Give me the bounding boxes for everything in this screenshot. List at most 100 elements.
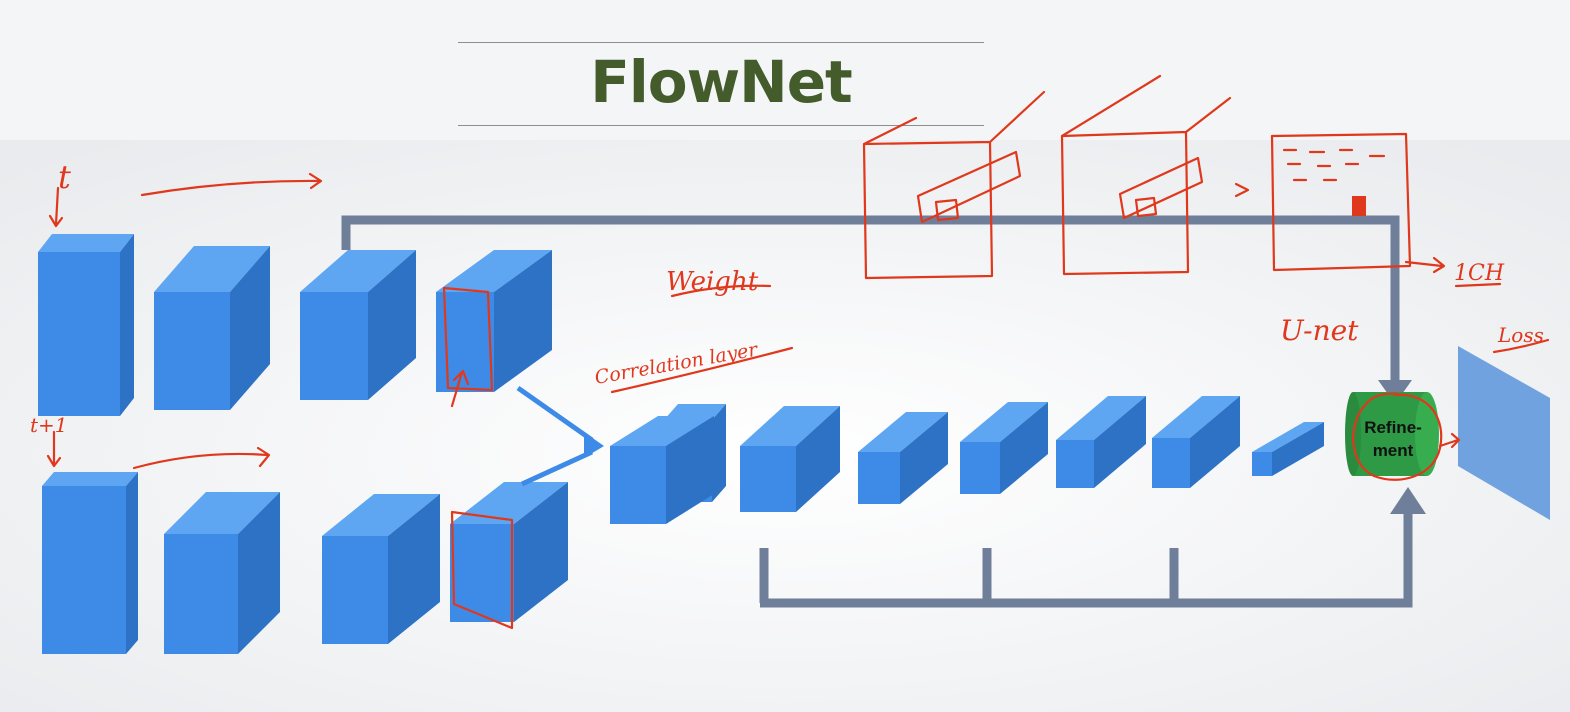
top-skip-connection (341, 215, 1400, 382)
decoder-block-5 (1152, 396, 1240, 488)
sweep-arrow-bottom (132, 446, 271, 470)
decoder-block-2-front-face (858, 452, 900, 504)
decoder-block-5-front-face (1152, 438, 1190, 488)
refinement-label-line1: Refine- (1364, 418, 1422, 437)
weight-underline (670, 284, 772, 298)
decoder-block-1 (740, 406, 840, 512)
frame-highlight-bottom (450, 510, 514, 630)
correlation-block-top-face (610, 416, 714, 446)
frame-highlight-top (442, 286, 494, 392)
input-frame-t-side-face (120, 234, 134, 416)
sketch-slab-1 (916, 150, 1022, 224)
encoder-block-t1-1-side-face (238, 492, 280, 654)
encoder-block-t-3-top-face (436, 250, 552, 292)
arrow-up-to-frame (450, 369, 470, 408)
encoder-block-t1-2 (322, 494, 440, 644)
decoder-block-4-side-face (1094, 396, 1146, 488)
encoder-block-t-2-front-face (300, 292, 368, 400)
label-unet: U-net (1280, 314, 1359, 347)
encoder-block-t1-2-top-face (322, 494, 440, 536)
encoder-block-t-3-front-face (436, 292, 494, 392)
output-panel (1458, 346, 1550, 520)
encoder-block-t-2-side-face (368, 250, 416, 400)
correlation-block-side-face (666, 416, 714, 524)
1ch-underline (1454, 282, 1502, 288)
decoder-block-2-top-face (858, 412, 948, 452)
handwritten-annotations (46, 74, 1550, 630)
decoder-block-5-side-face (1190, 396, 1240, 488)
arrow-to-t1-block (46, 430, 62, 468)
encoder-block-t1-3-top-face (450, 482, 568, 524)
arrowhead-bottom-to-refinement (1390, 487, 1426, 514)
label-t1: t+1 (30, 413, 68, 437)
decoder-block-3-front-face (960, 442, 1000, 494)
input-frame-t1-top-face (42, 472, 138, 486)
decoder-block-6-top-face (1252, 422, 1324, 452)
decoder-block-4-top-face (1056, 396, 1146, 440)
decoder-block-5-top-face (1152, 396, 1240, 438)
input-frame-t1-front-face (42, 486, 126, 654)
decoder-block-4-front-face (1056, 440, 1094, 488)
encoder-block-t1-3 (450, 482, 568, 622)
encoder-block-t-2-top-face (300, 250, 416, 292)
correlation-underline (610, 346, 794, 394)
arrow-to-t-block (48, 186, 64, 228)
decoder-block-1-top-face (740, 406, 840, 446)
input-frame-t-top-face (38, 234, 134, 252)
encoder-block-t-1 (154, 246, 270, 410)
correlation-block-front-face (610, 446, 666, 524)
encoder-block-t1-2-side-face (388, 494, 440, 644)
sketch-arrow-small (1234, 182, 1250, 198)
loss-underline (1492, 338, 1550, 354)
encoder-block-t1-1 (164, 492, 280, 654)
encoder-block-t1-3-front-face (450, 524, 514, 622)
decoder-block-3-top-face (960, 402, 1048, 442)
decoder-block-2 (858, 412, 948, 504)
decoder-block-4 (1056, 396, 1146, 488)
decoder-block-3 (960, 402, 1048, 494)
slide-title: FlowNet (590, 48, 853, 116)
label-loss: Loss (1497, 323, 1544, 347)
refinement-out-arrow (1438, 432, 1461, 449)
sketch-marked-pixel (1352, 196, 1366, 216)
encoder-block-t-3 (436, 250, 552, 392)
encoder-block-t1-3-side-face (514, 482, 568, 622)
decoder-block-1-front-face (740, 446, 796, 512)
input-frame-t (38, 234, 134, 416)
encoder-block-t1-1-top-face (164, 492, 280, 534)
correlation-block (610, 416, 714, 524)
refinement-circle (1352, 392, 1443, 481)
decoder-block-2-side-face (900, 412, 948, 504)
correlation-block-back-side-face (712, 404, 726, 502)
encoder-block-t-1-top-face (154, 246, 270, 292)
decoder-block-6-side-face (1272, 422, 1324, 476)
encoder-block-t1-2-front-face (322, 536, 388, 644)
sweep-arrow-top (140, 172, 323, 197)
input-frame-t1 (42, 472, 138, 654)
encoder-block-t1-1-front-face (164, 534, 238, 654)
input-frame-t-front-face (38, 252, 120, 416)
merge-arrows (516, 385, 594, 487)
title-rule-bottom (458, 125, 984, 126)
encoder-block-t-1-front-face (154, 292, 230, 410)
sketch-arrow-to-1ch (1404, 256, 1446, 274)
label-weight: Weight (666, 267, 759, 297)
sketch-output-dashes (1282, 148, 1386, 182)
sketch-slab-2 (1118, 156, 1204, 220)
encoder-block-t-2 (300, 250, 416, 400)
input-frame-t1-side-face (126, 472, 138, 654)
decoder-block-6-front-face (1252, 452, 1272, 476)
sketch-output-box (1270, 132, 1412, 272)
encoder-block-t-3-side-face (494, 250, 552, 392)
bottom-skip-bracket (759, 512, 1413, 608)
refinement-cylinder-right-cap (1415, 392, 1439, 476)
decoder-block-3-side-face (1000, 402, 1048, 494)
encoder-block-t-1-side-face (230, 246, 270, 410)
network-blocks (38, 234, 1324, 654)
decoder-block-6 (1252, 422, 1324, 476)
sketch-box-2 (1060, 74, 1232, 276)
refinement-label-line2: ment (1373, 441, 1414, 460)
decoder-block-1-side-face (796, 406, 840, 512)
label-t: t (58, 158, 71, 196)
